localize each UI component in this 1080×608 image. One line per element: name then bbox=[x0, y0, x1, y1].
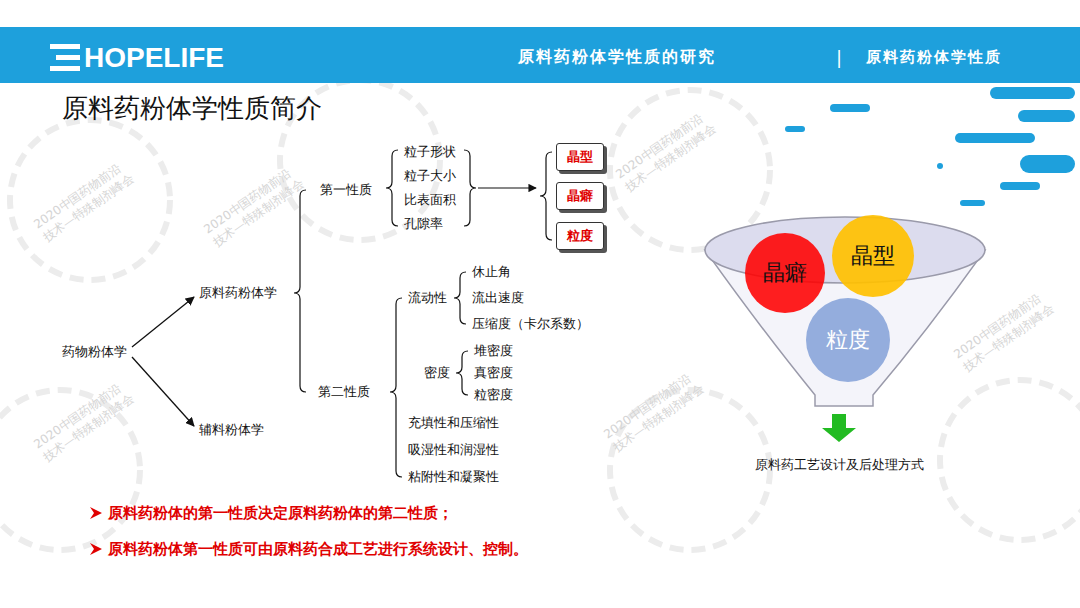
down-arrow bbox=[822, 414, 856, 442]
result-box: 晶癖 bbox=[556, 182, 604, 210]
node-label: 休止角 bbox=[472, 263, 511, 281]
node-label: 粒子大小 bbox=[404, 167, 456, 185]
deco-bar bbox=[1018, 110, 1075, 122]
node-label: 粒度 bbox=[826, 325, 870, 355]
property-circle: 粒度 bbox=[806, 298, 890, 382]
node-label: 晶癖 bbox=[567, 187, 593, 205]
node-label: 粒度 bbox=[567, 227, 593, 245]
term-text: 充填性和压缩性 bbox=[406, 413, 501, 433]
result-arrow bbox=[478, 187, 536, 188]
node-label: 辅料粉体学 bbox=[199, 421, 264, 439]
logo-mark bbox=[50, 44, 80, 71]
term-text: 第二性质 bbox=[316, 382, 372, 402]
deco-bar bbox=[960, 200, 985, 206]
watermark: 2020中国药物前沿 技术—特殊制剂峰会 bbox=[31, 155, 141, 245]
node-label: 晶型 bbox=[567, 148, 593, 166]
header-divider: | bbox=[836, 47, 842, 68]
property-circle: 晶型 bbox=[832, 215, 914, 297]
curly-bracket bbox=[390, 298, 402, 477]
slide-title: 原料药粉体学性质简介 bbox=[62, 91, 322, 126]
bullet-arrow bbox=[90, 507, 102, 519]
funnel-caption: 原料药工艺设计及后处理方式 bbox=[755, 456, 924, 474]
header-decoration bbox=[785, 87, 1075, 206]
node-label: 原料药粉体学 bbox=[199, 284, 277, 302]
logo-stripe bbox=[50, 66, 80, 71]
background-circles bbox=[0, 80, 1080, 550]
term-text: 吸湿性和润湿性 bbox=[406, 440, 501, 460]
node-label: 密度 bbox=[424, 364, 450, 382]
node-label: 流动性 bbox=[408, 289, 447, 307]
deco-bar bbox=[785, 126, 805, 132]
term-text: 药物粉体学 bbox=[60, 342, 129, 362]
term-text: 粘附性和凝聚性 bbox=[406, 467, 501, 487]
deco-circle bbox=[10, 120, 170, 280]
term-text: 粒子形状 bbox=[402, 142, 458, 162]
result-box: 粒度 bbox=[556, 222, 604, 250]
term-text: 堆密度 bbox=[472, 341, 515, 361]
term-text: 原料药粉体学 bbox=[197, 283, 279, 303]
node-label: 第二性质 bbox=[318, 383, 370, 401]
node-label: 晶型 bbox=[851, 241, 895, 271]
term-text: 孔隙率 bbox=[402, 214, 445, 234]
watermark: 2020中国药物前沿 技术—特殊制剂峰会 bbox=[951, 285, 1061, 375]
node-label: 比表面积 bbox=[404, 191, 456, 209]
node-label: 晶癖 bbox=[763, 258, 807, 288]
curly-bracket bbox=[456, 351, 468, 395]
node-label: 粒密度 bbox=[474, 386, 513, 404]
bullet-text: 原料药粉体的第一性质决定原料药粉体的第二性质； bbox=[108, 504, 453, 523]
node-label: 孔隙率 bbox=[404, 215, 443, 233]
deco-bar bbox=[830, 104, 870, 112]
curly-bracket bbox=[464, 150, 476, 226]
node-label: 堆密度 bbox=[474, 342, 513, 360]
bullet-arrow bbox=[90, 543, 102, 555]
term-text: 第一性质 bbox=[318, 180, 374, 200]
deco-bar bbox=[1000, 182, 1040, 190]
curly-bracket bbox=[294, 190, 306, 392]
deco-bar bbox=[1020, 155, 1075, 173]
property-circle: 晶癖 bbox=[745, 233, 825, 313]
header-text: 原料药粉体学性质的研究 bbox=[518, 47, 716, 68]
term-text: 真密度 bbox=[472, 363, 515, 383]
term-text: 密度 bbox=[422, 363, 452, 383]
curly-bracket bbox=[386, 150, 398, 226]
term-text: 休止角 bbox=[470, 262, 513, 282]
node-label: 第一性质 bbox=[320, 181, 372, 199]
curly-bracket bbox=[454, 272, 466, 324]
tree-arrow bbox=[132, 297, 194, 347]
node-label: 粘附性和凝聚性 bbox=[408, 468, 499, 486]
header-bar bbox=[0, 27, 1080, 83]
result-box: 晶型 bbox=[556, 143, 604, 171]
watermark: 2020中国药物前沿 技术—特殊制剂峰会 bbox=[613, 105, 723, 195]
term-text: 辅料粉体学 bbox=[197, 420, 266, 440]
curly-bracket bbox=[540, 152, 552, 240]
term-text: 流动性 bbox=[406, 288, 449, 308]
term-text: 粒子大小 bbox=[402, 166, 458, 186]
logo-text: HOPELIFE bbox=[84, 42, 224, 74]
node-label: 流出速度 bbox=[472, 289, 524, 307]
logo-stripe bbox=[56, 55, 80, 60]
watermark: 2020中国药物前沿 技术—特殊制剂峰会 bbox=[601, 365, 711, 455]
term-text: 流出速度 bbox=[470, 288, 526, 308]
node-label: 药物粉体学 bbox=[62, 343, 127, 361]
tree-arrow bbox=[132, 357, 194, 426]
deco-bar bbox=[955, 133, 1035, 143]
logo-stripe bbox=[50, 44, 80, 49]
term-text: 比表面积 bbox=[402, 190, 458, 210]
bullet-marks bbox=[90, 507, 102, 555]
node-label: 充填性和压缩性 bbox=[408, 414, 499, 432]
node-label: 吸湿性和润湿性 bbox=[408, 441, 499, 459]
brackets bbox=[294, 150, 552, 477]
term-text: 压缩度（卡尔系数） bbox=[470, 314, 591, 334]
node-label: 压缩度（卡尔系数） bbox=[472, 315, 589, 333]
deco-bar bbox=[990, 87, 1075, 99]
header-text: 原料药粉体学性质 bbox=[866, 48, 1002, 67]
deco-dot bbox=[937, 163, 943, 169]
term-text: 粒密度 bbox=[472, 385, 515, 405]
bullet-text: 原料药粉体第一性质可由原料药合成工艺进行系统设计、控制。 bbox=[108, 540, 528, 559]
node-label: 真密度 bbox=[474, 364, 513, 382]
deco-circle bbox=[940, 380, 1080, 540]
node-label: 粒子形状 bbox=[404, 143, 456, 161]
